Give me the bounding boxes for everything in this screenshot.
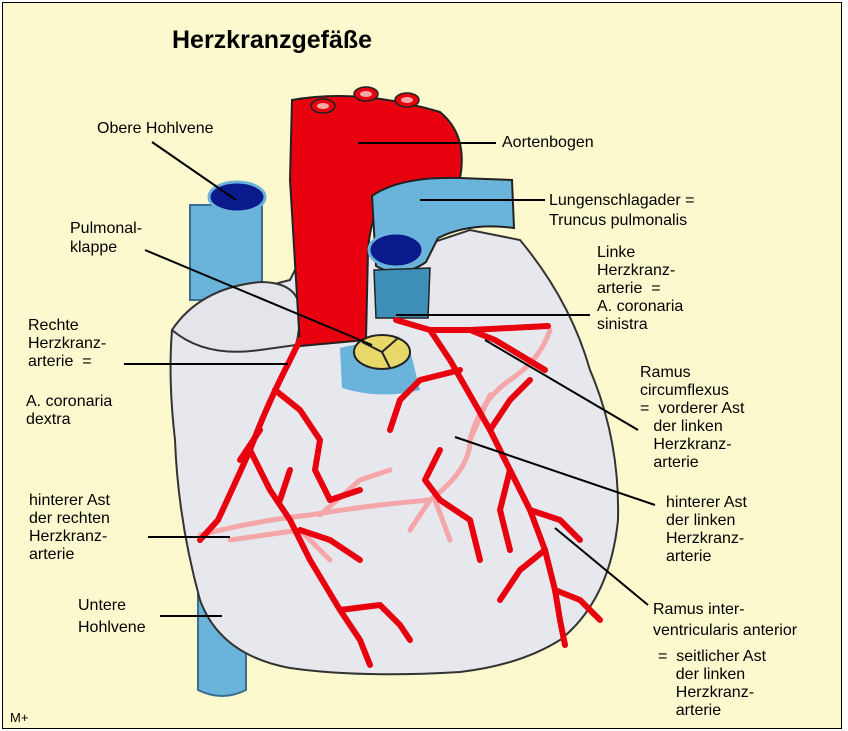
label-lungenschlagader: Lungenschlagader = Truncus pulmonalis [549,191,694,231]
aorta-branch-1-opening [317,103,329,109]
label-ramus-circumflexus: Ramus circumflexus = vorderer Ast der li… [640,364,745,472]
left-atrium [374,268,430,318]
pulmonary-vein-opening [369,233,423,267]
diagram-title: Herzkranzgefäße [172,26,372,55]
aorta-branch-3-opening [401,97,413,103]
label-a-coronaria-dextra: A. coronaria dextra [26,393,112,429]
label-linke-herzkranzarterie: Linke Herzkranz- arterie = A. coronaria … [597,244,683,334]
label-untere-hohlvene: Untere Hohlvene [78,595,146,639]
label-aortenbogen: Aortenbogen [502,134,594,152]
label-hinterer-ast-rechts: hinterer Ast der rechten Herzkranz- arte… [29,492,110,564]
label-pulmonalklappe: Pulmonal- klappe [70,219,142,257]
label-rechte-herzkranzarterie: Rechte Herzkranz- arterie = [28,317,106,371]
label-ramus-interventricularis: Ramus inter- ventricularis anterior [653,599,797,641]
brand-mark: M+ [10,710,28,725]
label-seitlicher-ast: = seitlicher Ast der linken Herzkranz- a… [658,648,766,720]
label-hinterer-ast-links: hinterer Ast der linken Herzkranz- arter… [666,494,747,566]
aorta-branch-2-opening [360,91,372,97]
label-obere-hohlvene: Obere Hohlvene [97,120,214,138]
